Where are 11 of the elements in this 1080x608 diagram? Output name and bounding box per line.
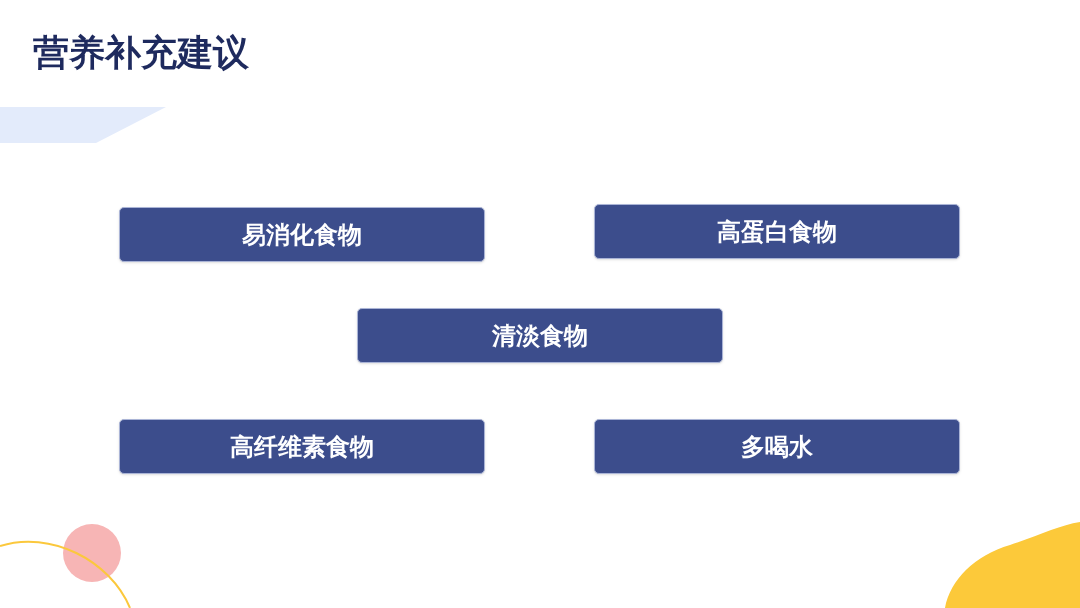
topic-box [357, 308, 723, 363]
topic-text: 清淡食物 [492, 320, 588, 351]
topic-text: 多喝水 [741, 431, 813, 462]
topic-text: 高纤维素食物 [230, 431, 374, 462]
topic-box [594, 204, 960, 259]
topic-box [594, 419, 960, 474]
topic-box [119, 419, 485, 474]
topic-box [119, 207, 485, 262]
topic-text: 高蛋白食物 [717, 216, 837, 247]
topic-text: 易消化食物 [242, 219, 362, 250]
title: 营养补充建议 [33, 31, 249, 75]
